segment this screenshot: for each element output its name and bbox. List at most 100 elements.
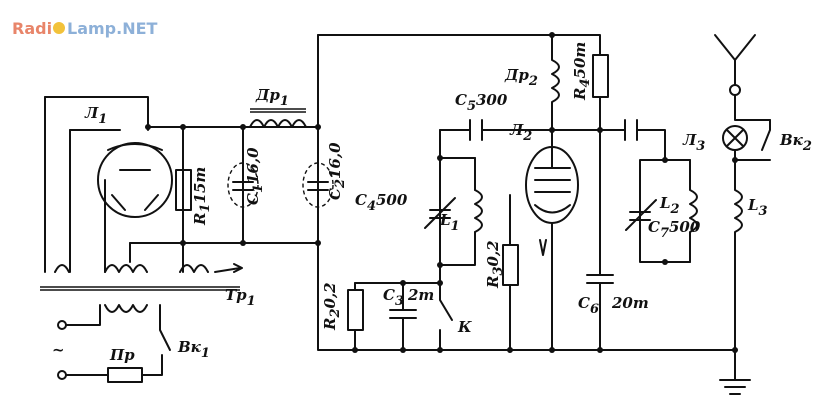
junction-dot <box>400 347 406 353</box>
junction-dot <box>437 280 443 286</box>
junction-dots <box>145 32 738 353</box>
resistor-r4 <box>592 54 609 98</box>
wire <box>141 354 163 376</box>
site-logo: Radi Lamp.NET <box>12 19 158 38</box>
rectifier-tube-l1 <box>97 142 173 218</box>
label-c2: С216,0 <box>326 142 348 200</box>
label-c3: С3 <box>383 286 404 309</box>
label-ind3: L3 <box>747 196 768 219</box>
tube-filament <box>111 194 159 211</box>
label-r4: R450m <box>571 42 593 101</box>
wire <box>44 96 149 131</box>
hv-rail <box>317 34 601 56</box>
junction-dot <box>662 157 668 163</box>
junction-dot <box>662 259 668 265</box>
label-c6: С6 <box>578 294 599 317</box>
tube-anode <box>107 143 163 151</box>
junction-dot <box>240 124 246 130</box>
label-l2: Л2 <box>509 121 532 144</box>
antenna-terminal <box>729 84 741 96</box>
junction-dot <box>315 240 321 246</box>
wire <box>65 304 101 326</box>
tuning-arrow <box>424 197 456 229</box>
receiver-section: С5300 С4500 L1 R20,2 С3 2m К R30,2 Л2 <box>317 34 736 351</box>
junction-dot <box>549 32 555 38</box>
capacitor-c6 <box>586 96 614 351</box>
junction-dot <box>597 347 603 353</box>
mains-terminal-top <box>57 320 67 330</box>
capacitor-c4 <box>429 209 451 219</box>
junction-dot <box>507 347 513 353</box>
junction-dot <box>180 124 186 130</box>
junction-dot <box>437 155 443 161</box>
junction-dot <box>437 347 443 353</box>
switch-vk1 <box>159 304 171 351</box>
lamp-cross <box>726 129 744 147</box>
arrow-line <box>214 267 241 273</box>
ground-icon <box>719 349 751 395</box>
label-vk1: Вк1 <box>177 338 210 361</box>
label-l3: Л3 <box>682 131 705 154</box>
coupling-capacitor <box>624 119 638 141</box>
switch-vk2 <box>734 119 771 161</box>
label-c5: С5300 <box>455 91 508 114</box>
junction-dot <box>352 347 358 353</box>
logo-text-lamp: Lamp.NET <box>67 19 158 38</box>
ground-rail <box>317 34 736 351</box>
logo-text-radio: Radi <box>12 19 52 38</box>
junction-dot <box>597 127 603 133</box>
resistor-r2 <box>347 289 364 331</box>
transformer-core <box>40 286 240 291</box>
arrow-icon <box>539 239 547 256</box>
tuning-arrow <box>625 199 657 231</box>
mains-terminal-bottom <box>57 370 67 380</box>
choke-dr2 <box>551 34 560 131</box>
capacitor-c7 <box>629 211 651 221</box>
junction-dot <box>549 347 555 353</box>
inductor-l3 <box>734 149 743 351</box>
label-c3-value: 2m <box>407 286 434 304</box>
junction-dot <box>732 347 738 353</box>
junction-dot <box>240 240 246 246</box>
junction-dot <box>180 240 186 246</box>
transformer-secondary-windings <box>54 264 209 273</box>
capacitor-c1 <box>227 162 259 208</box>
junction-dot <box>145 124 151 130</box>
choke-core <box>250 108 306 113</box>
label-dr2: Др2 <box>504 66 538 89</box>
label-c1: С116,0 <box>244 147 266 205</box>
label-k: К <box>457 318 472 336</box>
label-pr: Пр <box>109 346 135 364</box>
tube-cathode <box>534 204 571 214</box>
resistor-r3 <box>502 244 519 286</box>
junction-dot <box>315 124 321 130</box>
junction-dot <box>437 262 443 268</box>
tube-grids <box>534 167 571 193</box>
arrow-icon <box>233 263 243 273</box>
power-supply-section: Л1 R115m С116,0 Др1 С216,0 Тр1 Пр ~ <box>40 86 348 383</box>
label-tilde: ~ <box>52 341 65 359</box>
label-dr1: Др1 <box>255 86 289 109</box>
antenna-icon <box>714 34 756 86</box>
wire <box>636 129 666 161</box>
label-ind1: L1 <box>439 211 460 234</box>
capacitor-c5 <box>469 119 483 141</box>
label-r2: R20,2 <box>321 282 343 331</box>
label-c6-value: 20m <box>611 294 649 312</box>
transformer-primary-winding <box>104 304 148 313</box>
capacitor-c3 <box>389 282 417 351</box>
inductor-l2 <box>689 159 698 263</box>
label-vk2: Вк2 <box>779 131 812 154</box>
switch-k <box>439 282 453 351</box>
label-r3: R30,2 <box>484 240 506 289</box>
label-c4: С4500 <box>355 191 408 214</box>
label-c7: С7500 <box>648 218 701 241</box>
junction-dot <box>732 157 738 163</box>
inductor-l1 <box>474 189 483 233</box>
label-l1: Л1 <box>84 104 107 127</box>
label-tr1: Тр1 <box>225 286 256 309</box>
wire <box>439 129 476 266</box>
output-section: Л3 Вк2 L3 <box>682 34 812 395</box>
